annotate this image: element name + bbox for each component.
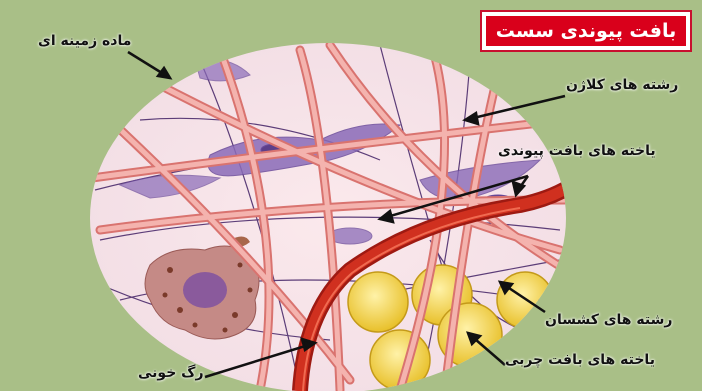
label-ground-substance: ماده زمینه ای [38,33,131,49]
label-blood-vessel: رگ خونی [138,365,204,381]
page-title: بافت پیوندی سست [486,16,686,46]
arrowhead-ground-substance [158,68,170,78]
label-elastic-fibers: رشته های کشسان [545,312,672,328]
label-fat-cells: یاخته های بافت چربی [505,352,655,368]
label-collagen-fibers: رشته های کلاژن [566,77,678,93]
label-connective-cells: یاخته های بافت پیوندی [498,143,656,159]
title-box: بافت پیوندی سست [480,10,692,52]
